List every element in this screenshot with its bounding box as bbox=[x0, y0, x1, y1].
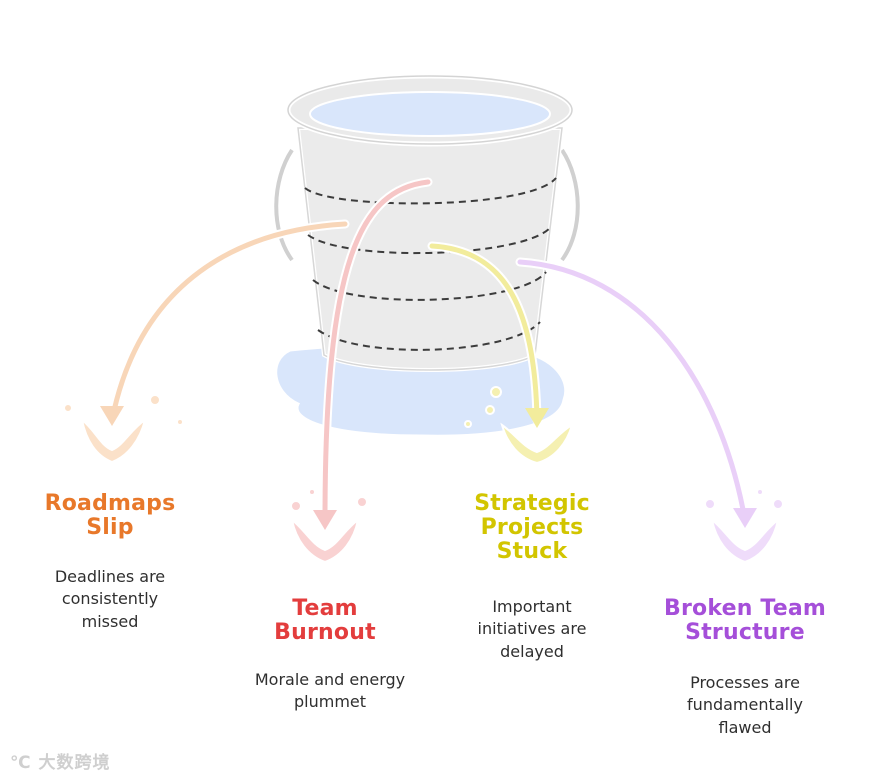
splash-orange bbox=[63, 394, 184, 464]
arrowhead-red bbox=[313, 510, 337, 530]
splash-red bbox=[290, 488, 368, 564]
watermark: ℃ 大数跨境 bbox=[10, 748, 111, 773]
arrowhead-orange bbox=[100, 406, 124, 426]
desc-roadmaps-slip: Deadlines are consistently missed bbox=[54, 567, 166, 631]
splash-purple bbox=[704, 488, 784, 564]
bucket-handle bbox=[274, 148, 580, 262]
splash-yellow bbox=[464, 386, 574, 465]
watermark-logo-icon: ℃ bbox=[10, 753, 32, 773]
desc-broken-team-structure: Processes are fundamentally flawed bbox=[687, 673, 803, 737]
arrowhead-purple bbox=[733, 508, 757, 528]
desc-strategic-projects-stuck: Important initiatives are delayed bbox=[477, 597, 587, 661]
bucket-water bbox=[309, 91, 551, 137]
title-team-burnout: Team Burnout bbox=[274, 596, 376, 646]
desc-team-burnout: Morale and energy plummet bbox=[254, 670, 406, 712]
title-broken-team-structure: Broken Team Structure bbox=[664, 596, 826, 646]
arrowhead-yellow bbox=[525, 408, 549, 428]
watermark-text: 大数跨境 bbox=[38, 753, 111, 773]
title-roadmaps-slip: Roadmaps Slip bbox=[44, 491, 176, 541]
title-strategic-projects-stuck: Strategic Projects Stuck bbox=[474, 491, 590, 565]
